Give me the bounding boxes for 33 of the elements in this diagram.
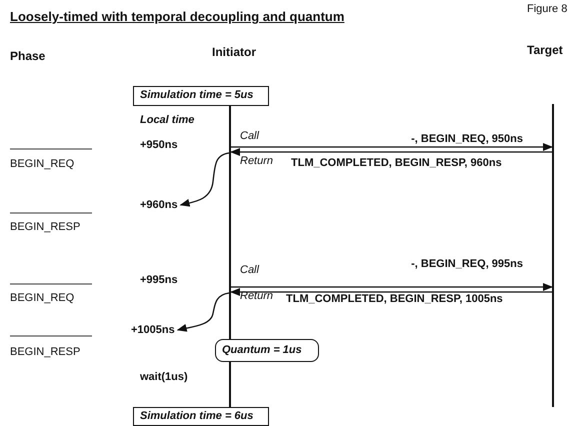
message-label: -, BEGIN_REQ, 995ns <box>410 258 524 270</box>
message-arrow <box>231 283 553 291</box>
message-label: -, BEGIN_REQ, 950ns <box>410 133 524 145</box>
local-time-value: +995ns <box>140 274 178 286</box>
simulation-time-box: Simulation time = 5us <box>133 86 269 106</box>
diagram-title: Loosely-timed with temporal decoupling and quantum <box>10 9 344 24</box>
local-time-heading: Local time <box>140 114 194 126</box>
curved-arrow <box>176 292 230 332</box>
return-label: Return <box>240 155 274 167</box>
message-label: TLM_COMPLETED, BEGIN_RESP, 1005ns <box>285 293 504 305</box>
local-time-value: +1005ns <box>131 324 175 336</box>
phase-name: BEGIN_REQ <box>10 292 74 304</box>
local-time-value: +950ns <box>140 139 178 151</box>
local-time-value: +960ns <box>140 199 178 211</box>
quantum-box: Quantum = 1us <box>215 339 319 362</box>
figure-number: Figure 8 <box>527 3 568 15</box>
phase-name: BEGIN_RESP <box>10 346 80 358</box>
phase-name: BEGIN_RESP <box>10 221 80 233</box>
simulation-time-box: Simulation time = 6us <box>133 407 269 426</box>
message-arrow <box>231 143 553 151</box>
message-arrow <box>230 288 552 296</box>
column-heading: Phase <box>10 49 46 63</box>
message-label: TLM_COMPLETED, BEGIN_RESP, 960ns <box>290 157 503 169</box>
target-lifeline <box>552 104 554 407</box>
curved-arrow <box>180 152 230 207</box>
wait-statement: wait(1us) <box>140 371 188 383</box>
phase-name: BEGIN_REQ <box>10 158 74 170</box>
call-label: Call <box>240 130 259 142</box>
initiator-lifeline <box>229 106 231 407</box>
message-arrow <box>230 148 552 156</box>
call-label: Call <box>240 264 259 276</box>
column-heading: Target <box>527 43 563 57</box>
column-heading: Initiator <box>212 45 256 59</box>
